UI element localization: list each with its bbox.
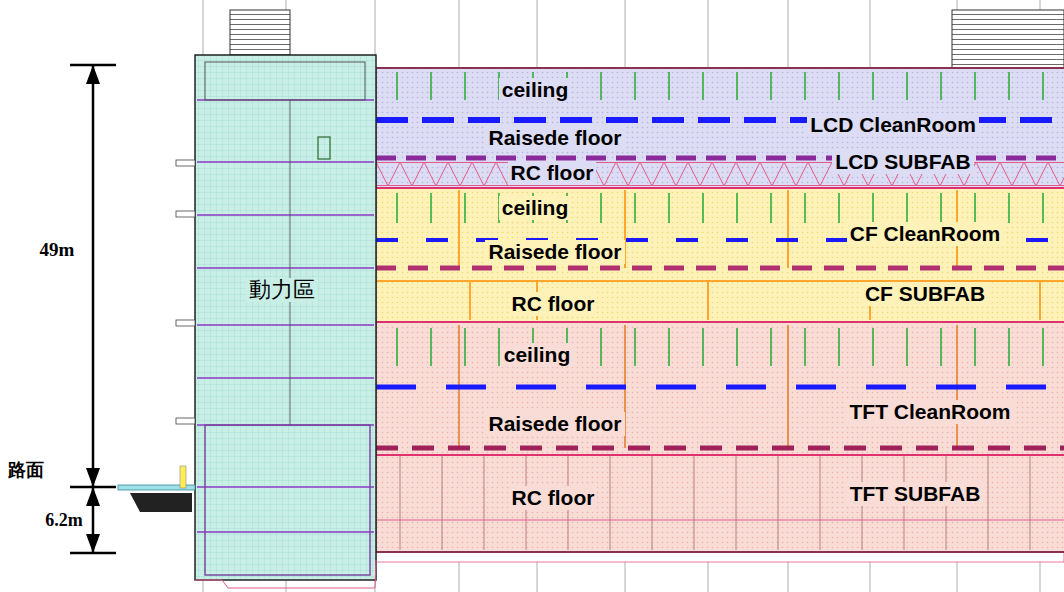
zone-label: CF SUBFAB <box>862 282 988 305</box>
zone-label: Raisede floor <box>485 412 624 435</box>
zone-label: RC floor <box>508 161 597 184</box>
zone-label: RC floor <box>509 486 598 509</box>
zone-label: CF CleanRoom <box>847 222 1004 245</box>
floor-band: ceilingRaisede floor TFT CleanRoom RC floo… <box>376 322 1064 552</box>
utility-tower: 動力區 <box>195 55 376 580</box>
zone-label: LCD SUBFAB <box>832 150 973 173</box>
dimension-label: 6.2m <box>45 511 83 531</box>
zone-label: ceiling <box>499 196 572 219</box>
zone-label: 動力區 <box>246 278 318 302</box>
zone-label: ceiling <box>501 343 574 366</box>
zone-label: RC floor <box>509 292 598 315</box>
zone-label: TFT CleanRoom <box>847 400 1014 423</box>
zone-label: ceiling <box>499 78 572 101</box>
floor-band: ceilingRaisede floor RC floor LCD CleanRoo… <box>376 68 1064 188</box>
zone-label: Raisede floor <box>485 126 624 149</box>
dimension-label: 49m <box>40 240 75 261</box>
zone-label: Raisede floor <box>485 240 624 263</box>
zone-label: TFT SUBFAB <box>847 482 984 505</box>
road-level-label: 路面 <box>8 460 44 480</box>
floor-band: ceilingRaisede floor CF CleanRoom RC floor… <box>376 188 1064 322</box>
zone-label: LCD CleanRoom <box>807 113 979 136</box>
